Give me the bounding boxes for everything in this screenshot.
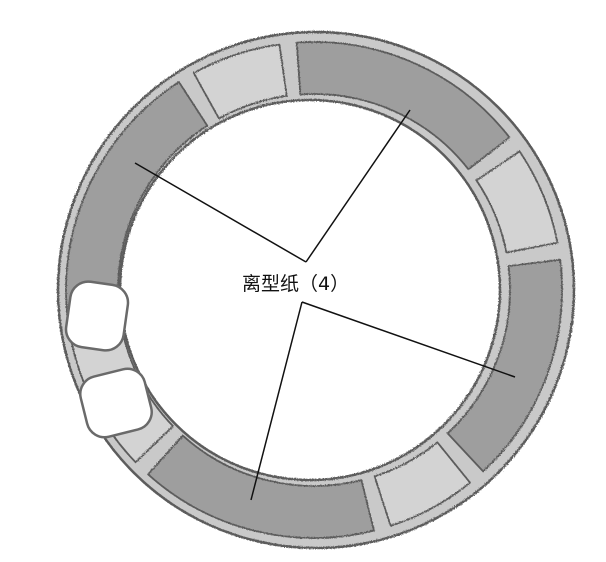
diagram-label: 离型纸（4） bbox=[238, 272, 354, 296]
window-cutout-upper bbox=[64, 280, 130, 352]
leader-line-upper-left bbox=[134, 162, 307, 263]
segment-light-right bbox=[475, 150, 559, 254]
leader-line-upper-right bbox=[305, 109, 411, 263]
window-cutout-lower bbox=[79, 367, 153, 439]
segment-dark-right bbox=[446, 258, 563, 473]
leader-line-lower-left bbox=[250, 301, 303, 501]
ring-segments bbox=[65, 41, 563, 539]
leader-line-lower-right bbox=[301, 301, 516, 378]
segment-light-bottom-right bbox=[373, 441, 471, 527]
segment-light-top bbox=[192, 43, 288, 120]
segment-dark-top-right bbox=[295, 41, 511, 171]
segment-dark-bottom bbox=[147, 434, 375, 539]
